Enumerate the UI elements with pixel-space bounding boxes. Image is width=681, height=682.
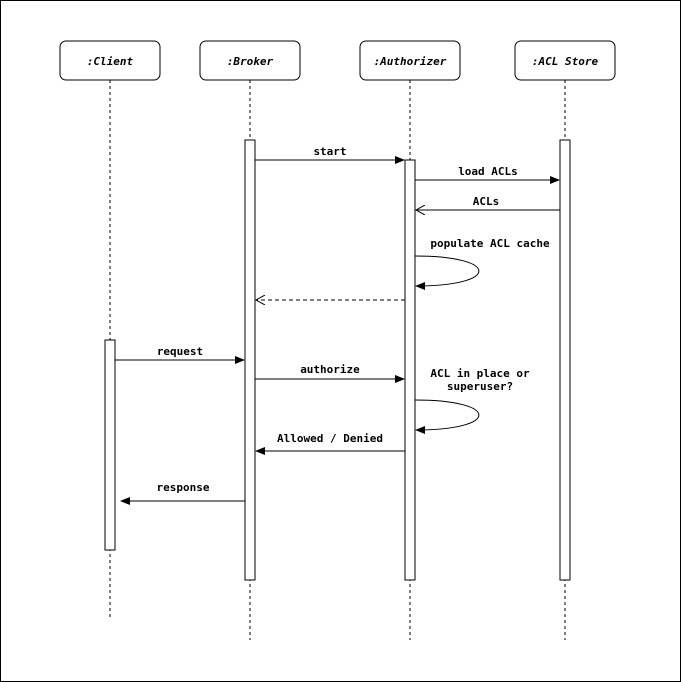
client-activation	[104, 339, 116, 551]
actor-acl-store: :ACL Store	[514, 40, 616, 81]
message-allowed-denied: Allowed / Denied	[255, 432, 405, 455]
message-authorize: authorize	[255, 363, 405, 383]
actor-broker-label: :Broker	[227, 55, 274, 68]
actor-authorizer-label: :Authorizer	[374, 55, 447, 68]
message-populate-cache-label: populate ACL cache	[430, 237, 550, 250]
message-allowed-denied-label: Allowed / Denied	[277, 432, 383, 445]
acl-store-activation	[559, 139, 571, 581]
message-load-acls-label: load ACLs	[458, 165, 518, 178]
authorizer-activation	[404, 159, 416, 581]
message-authorize-label: authorize	[300, 363, 360, 376]
broker-activation	[244, 139, 256, 581]
message-request-label: request	[157, 345, 203, 358]
actor-broker: :Broker	[199, 40, 301, 81]
message-acls-return: ACLs	[416, 195, 560, 210]
message-load-acls: load ACLs	[415, 165, 560, 184]
message-populate-cache: populate ACL cache	[414, 237, 550, 290]
message-start: start	[255, 145, 405, 164]
message-request: request	[115, 345, 245, 364]
message-acls-label: ACLs	[473, 195, 500, 208]
actor-authorizer: :Authorizer	[359, 40, 461, 81]
actor-client: :Client	[59, 40, 161, 81]
message-acl-check: ACL in place or superuser?	[414, 367, 530, 434]
message-acl-check-label-line2: superuser?	[447, 380, 513, 393]
actor-client-label: :Client	[87, 55, 134, 68]
message-acl-check-label-line1: ACL in place or	[430, 367, 530, 380]
message-start-label: start	[313, 145, 346, 158]
message-response: response	[120, 481, 245, 505]
actor-acl-store-label: :ACL Store	[532, 55, 599, 68]
message-response-label: response	[157, 481, 210, 494]
